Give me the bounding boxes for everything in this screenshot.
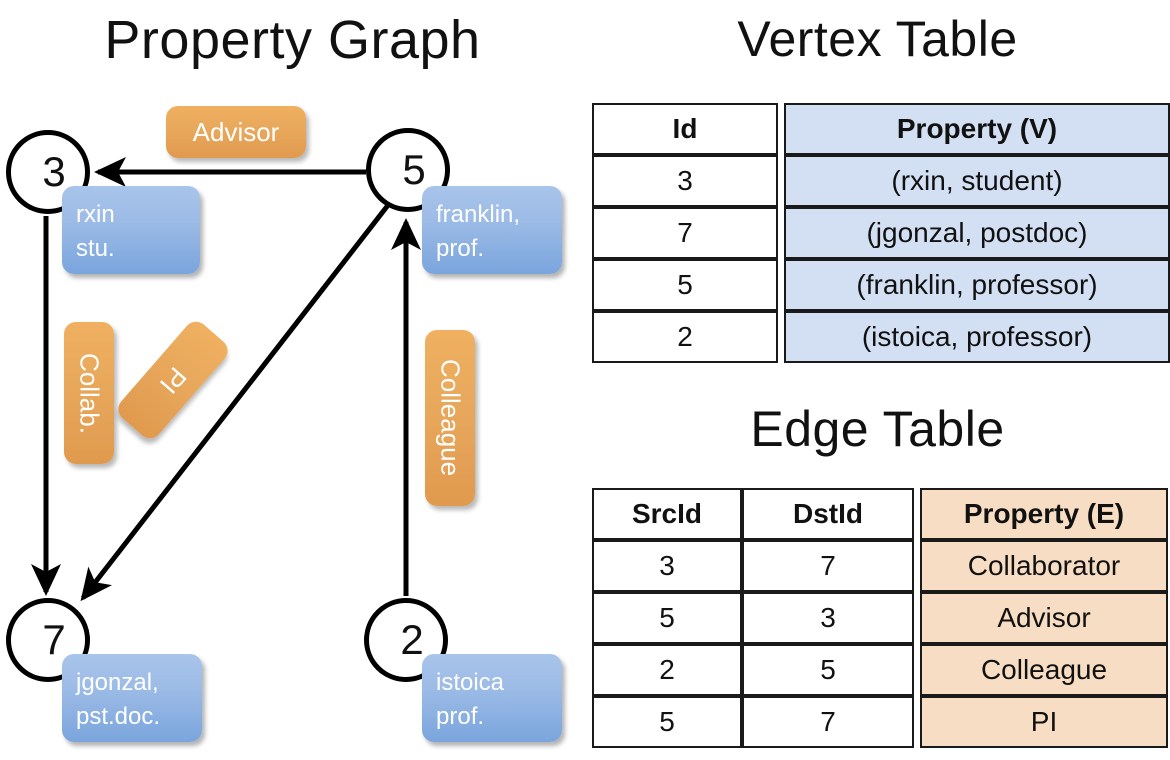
vertex-table-cell-property: (franklin, professor) bbox=[784, 259, 1170, 311]
vertex-table-cell-id: 7 bbox=[592, 207, 778, 259]
edge-table-cell-dstid: 7 bbox=[742, 696, 914, 748]
vertex-property-box-5-line1: franklin, bbox=[436, 201, 521, 228]
edge-table-cell-property: Advisor bbox=[920, 592, 1168, 644]
edge-label-pi-text: PI bbox=[153, 361, 193, 400]
graph-vertex-2-label: 2 bbox=[400, 616, 424, 663]
edge-table-cell-srcid: 3 bbox=[592, 540, 742, 592]
vertex-property-box-3-line1: rxin bbox=[76, 201, 115, 228]
edge-table-cell-srcid: 5 bbox=[592, 696, 742, 748]
edge-table-cell-dstid: 5 bbox=[742, 644, 914, 696]
vertex-table-cell-property: (rxin, student) bbox=[784, 155, 1170, 207]
vertex-property-box-2-line2: prof. bbox=[436, 703, 485, 730]
vertex-table-header-row: Id Property (V) bbox=[592, 103, 1170, 155]
edge-label-colleague[interactable]: Colleague bbox=[425, 330, 475, 506]
vertex-property-box-7[interactable]: jgonzal, pst.doc. bbox=[62, 654, 202, 742]
vertex-property-box-3[interactable]: rxin stu. bbox=[62, 186, 200, 274]
edge-table-cell-srcid: 2 bbox=[592, 644, 742, 696]
vertex-table: Id Property (V) 3 (rxin, student) 7 (jgo… bbox=[592, 103, 1170, 363]
edge-table-cell-property: Collaborator bbox=[920, 540, 1168, 592]
graph-vertex-3-label: 3 bbox=[42, 148, 66, 195]
page-title-vertex-table: Vertex Table bbox=[737, 11, 1018, 67]
edge-table-cell-property: PI bbox=[920, 696, 1168, 748]
edge-table-header-property: Property (E) bbox=[920, 488, 1168, 540]
edge-table-cell-dstid: 3 bbox=[742, 592, 914, 644]
vertex-table-cell-id: 5 bbox=[592, 259, 778, 311]
table-row[interactable]: 3 (rxin, student) bbox=[592, 155, 1170, 207]
vertex-property-box-5[interactable]: franklin, prof. bbox=[422, 186, 562, 274]
edge-label-collab[interactable]: Collab. bbox=[64, 322, 114, 464]
page-title-property-graph: Property Graph bbox=[104, 10, 481, 70]
graph-edge-lines bbox=[31, 157, 421, 602]
vertex-table-header-property: Property (V) bbox=[784, 103, 1170, 155]
vertex-table-cell-id: 2 bbox=[592, 311, 778, 363]
table-row[interactable]: 2 5 Colleague bbox=[592, 644, 1168, 696]
vertex-property-box-5-line2: prof. bbox=[436, 235, 485, 262]
table-row[interactable]: 7 (jgonzal, postdoc) bbox=[592, 207, 1170, 259]
edge-table: SrcId DstId Property (E) 3 7 Collaborato… bbox=[592, 488, 1168, 748]
vertex-property-box-2-line1: istoica bbox=[436, 669, 505, 696]
table-row[interactable]: 2 (istoica, professor) bbox=[592, 311, 1170, 363]
vertex-table-cell-property: (jgonzal, postdoc) bbox=[784, 207, 1170, 259]
edge-label-advisor-text: Advisor bbox=[192, 116, 280, 147]
graph-vertex-5-label: 5 bbox=[402, 146, 426, 193]
edge-label-advisor[interactable]: Advisor bbox=[166, 106, 306, 158]
table-row[interactable]: 5 (franklin, professor) bbox=[592, 259, 1170, 311]
table-row[interactable]: 3 7 Collaborator bbox=[592, 540, 1168, 592]
edge-table-cell-srcid: 5 bbox=[592, 592, 742, 644]
vertex-property-box-7-line1: jgonzal, bbox=[76, 669, 159, 696]
edge-table-cell-property: Colleague bbox=[920, 644, 1168, 696]
page-title-edge-table: Edge Table bbox=[750, 401, 1005, 457]
edge-table-header-row: SrcId DstId Property (E) bbox=[592, 488, 1168, 540]
edge-label-colleague-text: Colleague bbox=[435, 359, 466, 477]
table-row[interactable]: 5 7 PI bbox=[592, 696, 1168, 748]
edge-5-to-7 bbox=[80, 198, 394, 602]
vertex-property-box-3-line2: stu. bbox=[76, 235, 115, 262]
vertex-table-cell-property: (istoica, professor) bbox=[784, 311, 1170, 363]
vertex-table-cell-id: 3 bbox=[592, 155, 778, 207]
table-row[interactable]: 5 3 Advisor bbox=[592, 592, 1168, 644]
vertex-table-header-id: Id bbox=[592, 103, 778, 155]
edge-label-collab-text: Collab. bbox=[74, 352, 105, 434]
graph-vertex-5[interactable]: 5 bbox=[366, 128, 450, 212]
edge-table-cell-dstid: 7 bbox=[742, 540, 914, 592]
edge-table-header-srcid: SrcId bbox=[592, 488, 742, 540]
graph-vertex-2[interactable]: 2 bbox=[364, 598, 448, 682]
edge-table-header-dstid: DstId bbox=[742, 488, 914, 540]
vertex-property-box-2[interactable]: istoica prof. bbox=[422, 654, 562, 742]
graph-vertex-7-label: 7 bbox=[42, 616, 66, 663]
property-graph-diagram: 3 5 7 2 rxin stu. franklin, prof. jgonza… bbox=[6, 106, 562, 742]
vertex-property-box-7-line2: pst.doc. bbox=[76, 703, 161, 730]
